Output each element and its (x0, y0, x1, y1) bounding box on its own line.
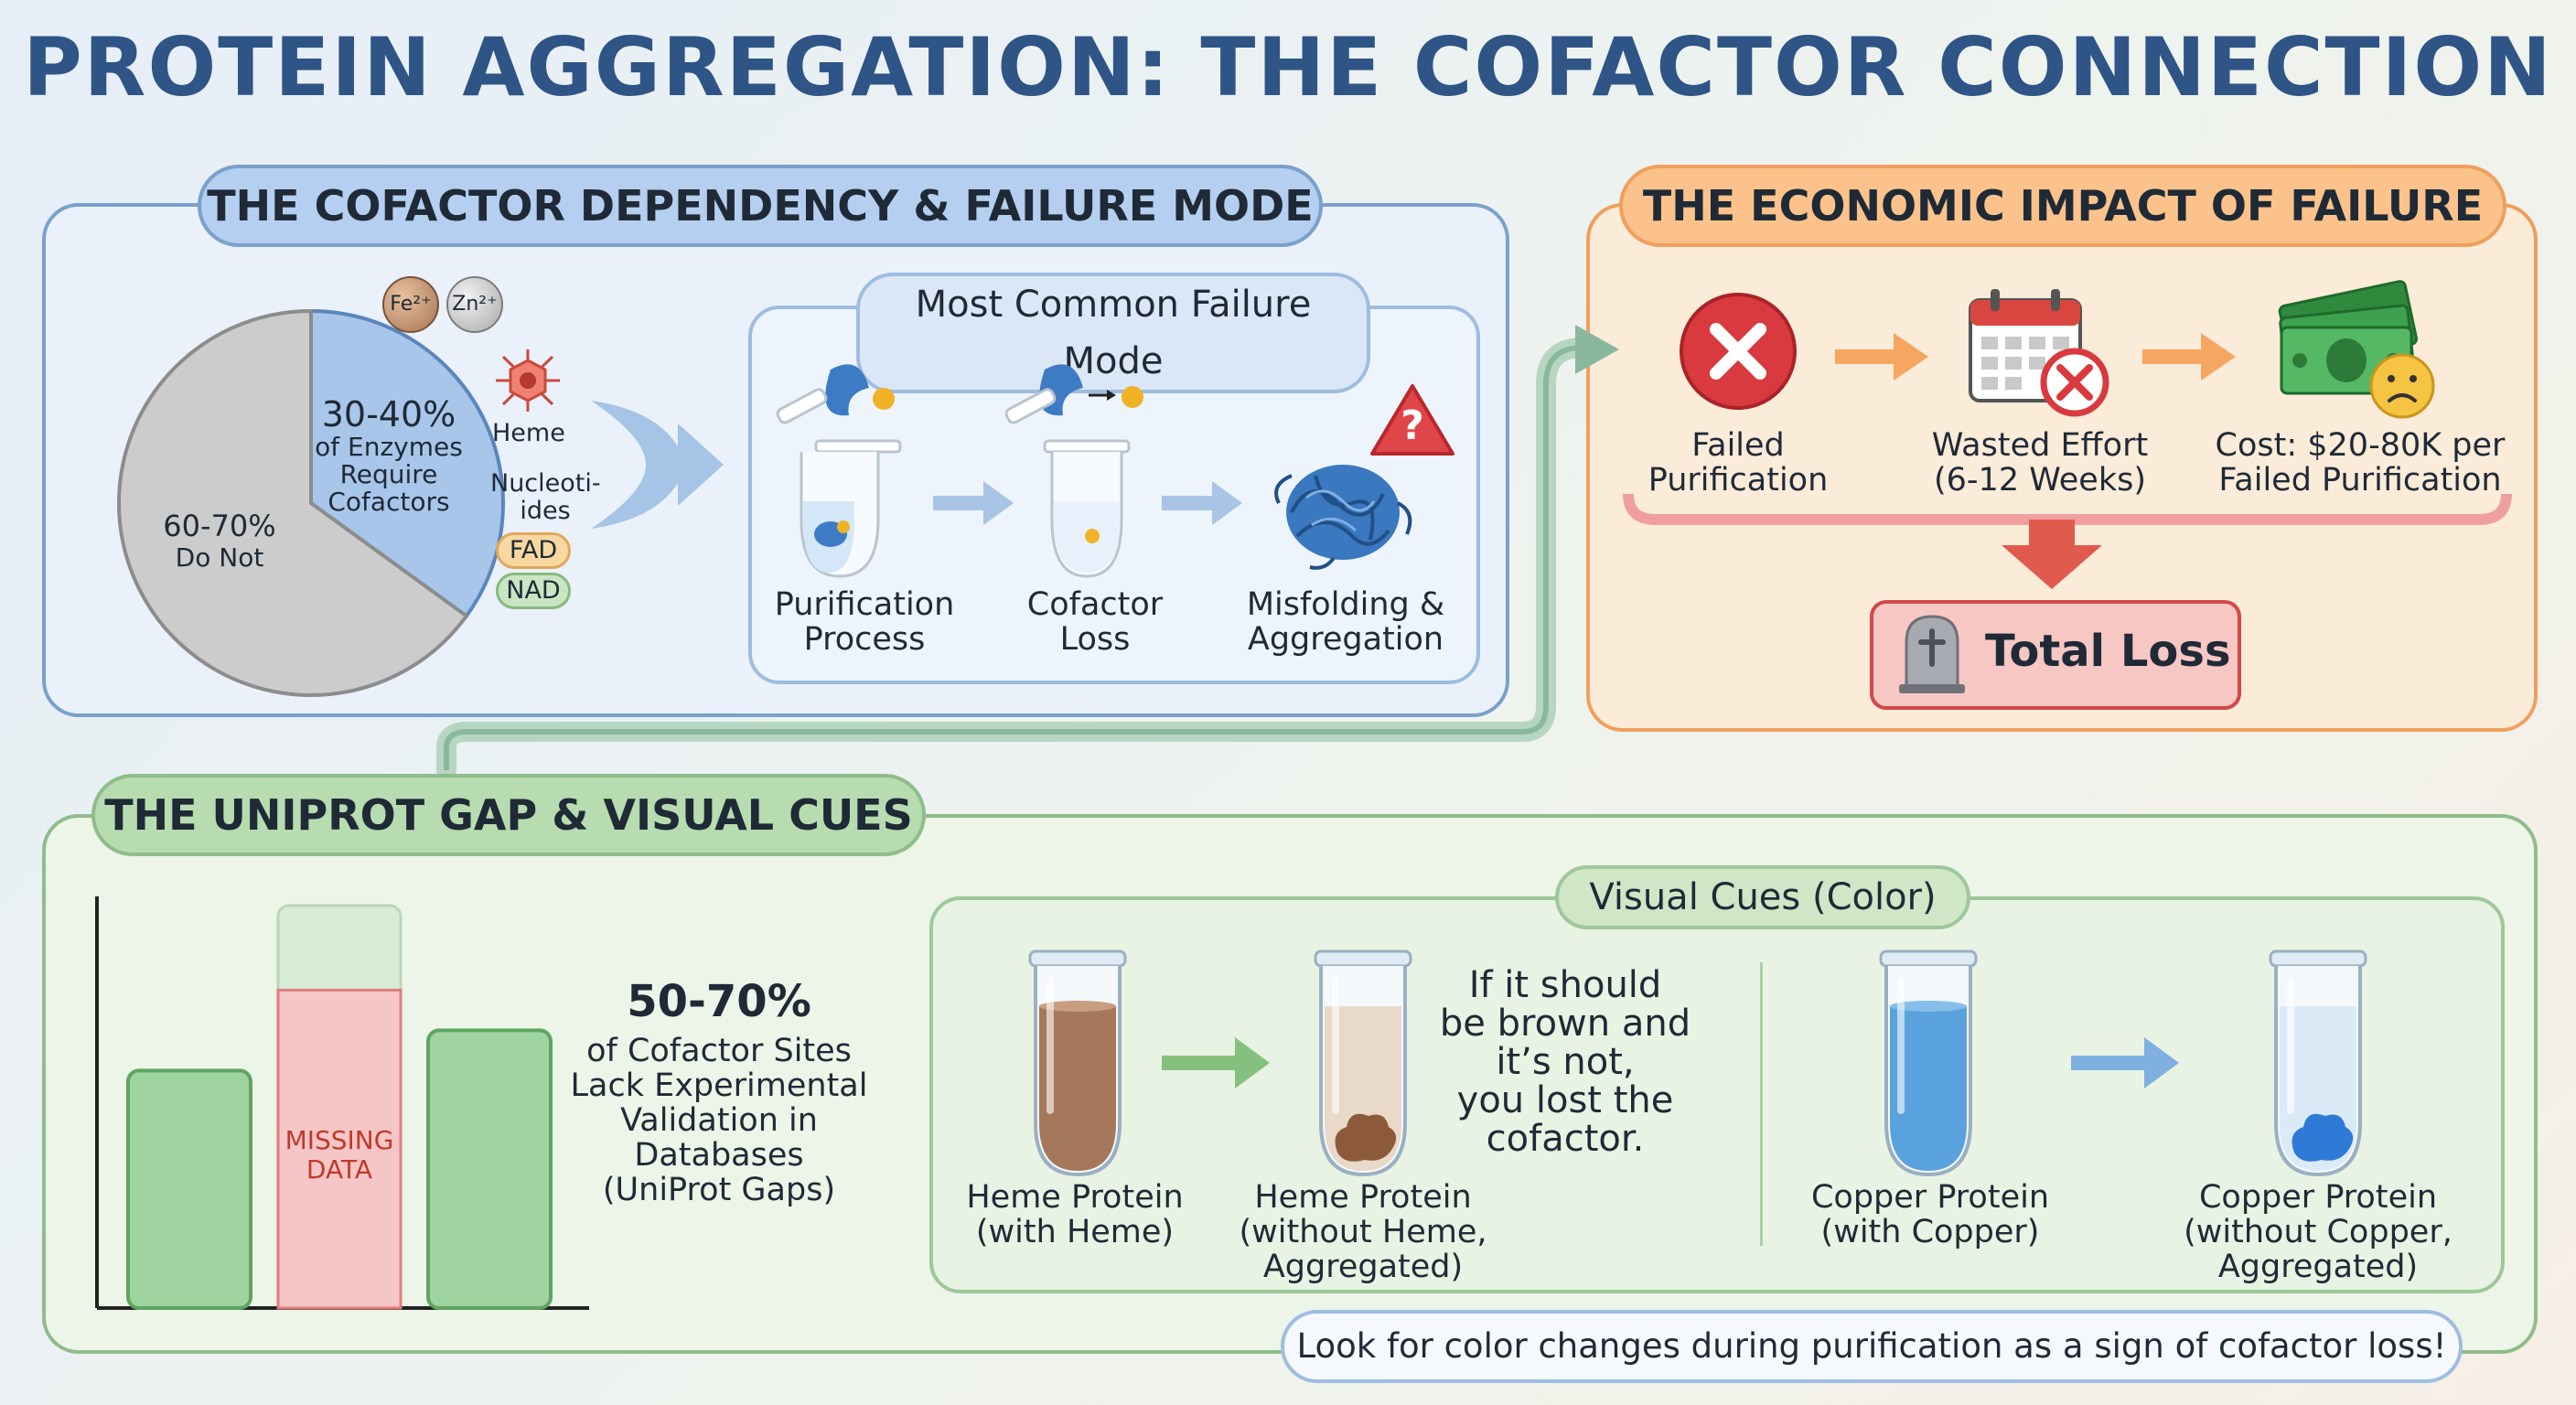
cofactor-loss-note: If it should be brown and it’s not, you … (1439, 964, 1691, 1160)
economic-impact-heading: THE ECONOMIC IMPACT OF FAILURE (1619, 165, 2506, 247)
copper-tube-aggregated-icon (2269, 949, 2367, 1177)
arrow-right-icon (1162, 1037, 1270, 1089)
copper-tube-blue-icon (1879, 949, 1978, 1177)
heme-label: Heme (492, 419, 565, 447)
total-loss-label: Total Loss (1985, 626, 2231, 677)
pie-range-cofactor: 30-40% (321, 394, 456, 434)
tube-cofactor-leaving-icon (1004, 364, 1143, 578)
step-label-purification: Purification Process (774, 586, 955, 658)
zinc-ion-icon: Zn²⁺ (446, 276, 503, 333)
uniprot-stat-block: 50-70% of Cofactor Sites Lack Experiment… (564, 975, 875, 1207)
red-x-circle-icon (1680, 293, 1797, 410)
calendar-cancel-icon (1969, 289, 2109, 417)
tube-with-protein-icon (776, 364, 902, 578)
econ-label-failed: Failed Purification (1648, 427, 1829, 499)
bar-missing-label: MISSING (285, 1125, 394, 1155)
arrow-right-icon (2142, 333, 2236, 381)
step-label-misfolding: Misfolding & Aggregation (1246, 586, 1445, 658)
heme-tube-aggregated-icon (1314, 949, 1412, 1177)
bar-3 (426, 1028, 553, 1310)
arrow-right-icon (1162, 481, 1242, 525)
aggregate-tangle-icon (1274, 465, 1412, 570)
uniprot-gap-heading: THE UNIPROT GAP & VISUAL CUES (91, 774, 926, 856)
color-change-tip: Look for color changes during purificati… (1281, 1310, 2463, 1383)
warning-icon: ? (1368, 381, 1456, 459)
arrow-right-icon (2071, 1037, 2179, 1089)
heme-molecule-icon (496, 349, 560, 412)
heme-tube-brown-icon (1028, 949, 1127, 1177)
uniprot-stat-value: 50-70% (627, 976, 811, 1027)
tombstone-icon (1899, 615, 1965, 693)
pie-slice-no-cofactor (117, 308, 469, 697)
tube-label-copper-without: Copper Protein (without Copper, Aggregat… (2184, 1179, 2453, 1285)
failure-mode-heading: Most Common Failure Mode (856, 273, 1370, 393)
pie-slice-label-cofactor: 30-40% of Enzymes Require Cofactors (302, 395, 476, 516)
step-label-cofactor-loss: Cofactor Loss (1026, 586, 1164, 658)
bar-1 (126, 1068, 252, 1310)
visual-cues-heading: Visual Cues (Color) (1555, 865, 1970, 929)
cofactor-pie-chart (117, 308, 505, 697)
fad-badge: FAD (496, 532, 571, 569)
money-sad-icon (2278, 280, 2435, 419)
iron-ion-icon: Fe²⁺ (382, 276, 439, 333)
bar-missing-data (276, 988, 402, 1310)
warning-symbol: ? (1401, 402, 1424, 449)
tube-label-heme-without: Heme Protein (without Heme, Aggregated) (1239, 1179, 1487, 1285)
cofactor-dependency-heading: THE COFACTOR DEPENDENCY & FAILURE MODE (198, 165, 1323, 247)
tube-label-copper-with: Copper Protein (with Copper) (1810, 1179, 2050, 1250)
arrow-right-icon (1835, 333, 1928, 381)
zinc-ion-label: Zn²⁺ (452, 293, 498, 316)
tube-label-heme-with: Heme Protein (with Heme) (966, 1179, 1184, 1250)
iron-ion-label: Fe²⁺ (390, 293, 432, 316)
bar-missing-label: DATA (306, 1154, 372, 1185)
nucleotides-label: Nucleoti- ides (490, 469, 601, 525)
visual-cues-divider (1760, 962, 1763, 1246)
arrow-right-icon (933, 481, 1014, 525)
page-title: PROTEIN AGGREGATION: THE COFACTOR CONNEC… (23, 20, 2553, 114)
converge-bracket (1623, 493, 2512, 589)
pie-slice-label-no-cofactor: 60-70% Do Not (146, 509, 293, 573)
flow-arrow-icon (591, 401, 724, 529)
nad-badge: NAD (496, 573, 571, 609)
pie-range-no-cofactor: 60-70% (163, 509, 276, 543)
econ-label-wasted: Wasted Effort (6-12 Weeks) (1931, 427, 2149, 499)
pie-slice-cofactor (309, 308, 505, 619)
econ-label-cost: Cost: $20-80K per Failed Purification (2215, 427, 2506, 499)
